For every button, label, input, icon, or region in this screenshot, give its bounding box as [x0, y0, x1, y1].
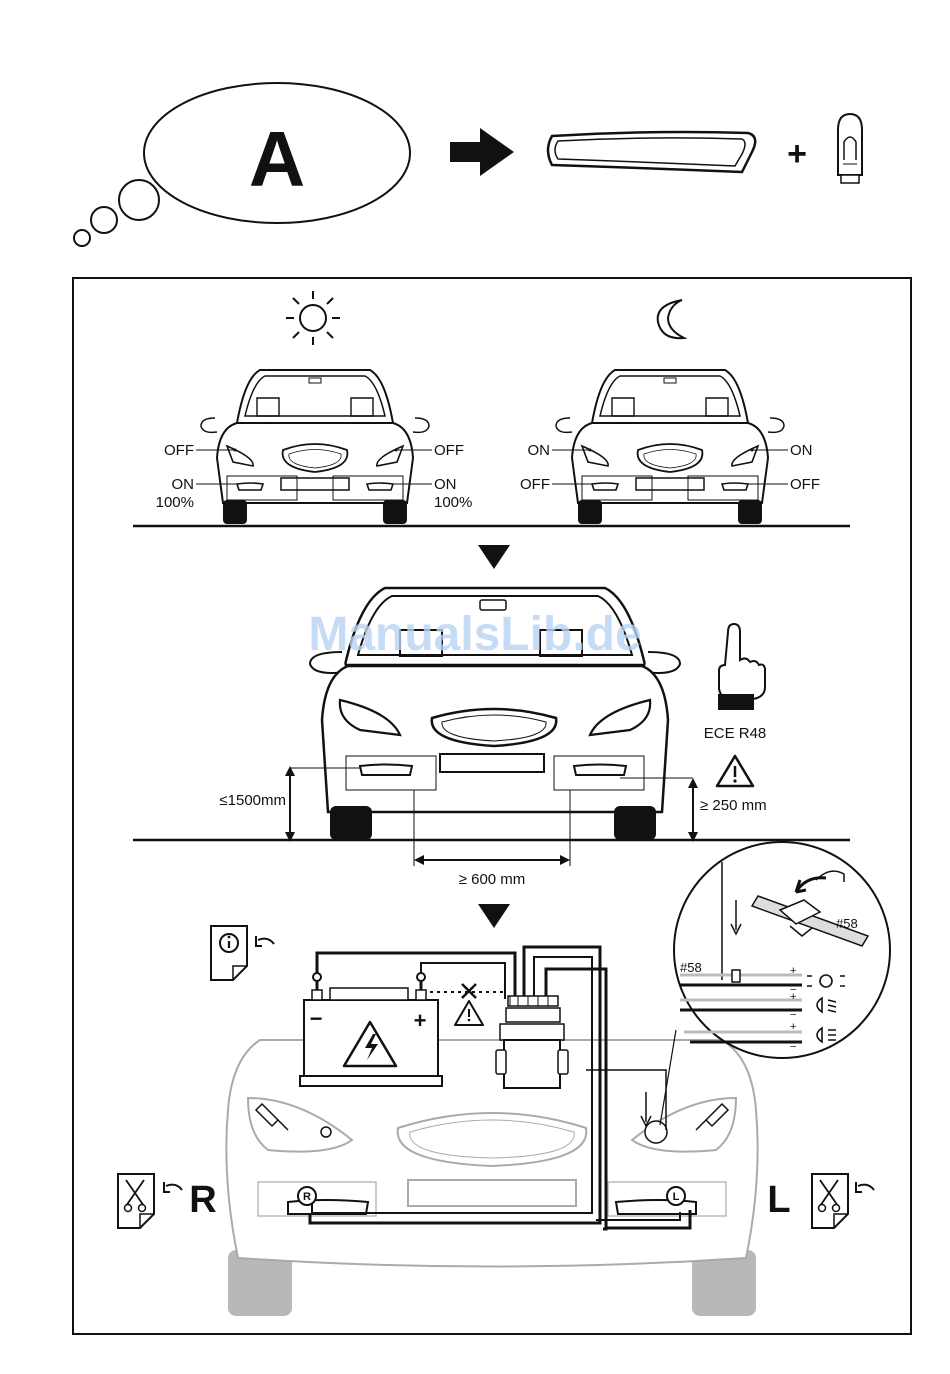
thought-bubble: A: [74, 83, 410, 246]
warning-icon: [717, 756, 753, 786]
info-manual-icon: [211, 926, 274, 980]
zoom-minus-2: −: [790, 1009, 796, 1021]
left-module-marker: L: [673, 1191, 680, 1203]
scissors-manual-icon-right: [118, 1174, 182, 1228]
min-height-label: ≥ 250 mm: [700, 797, 767, 814]
watermark: ManualsLib.de: [308, 608, 641, 661]
warning-icon-2: [455, 1001, 483, 1025]
day-lower-right-label: ON: [434, 476, 457, 493]
max-height-label: ≤1500mm: [219, 792, 286, 809]
zoom-plus-3: +: [790, 1021, 796, 1033]
down-triangle-icon: [478, 545, 510, 569]
wire-id-label-2: #58: [680, 960, 702, 975]
day-upper-right-label: OFF: [434, 442, 464, 459]
night-car: ON ON OFF OFF: [520, 370, 820, 524]
battery-plus-label: +: [414, 1008, 427, 1033]
hand-pointing-icon: [718, 624, 765, 710]
day-car: OFF OFF ON 100% ON 100%: [156, 370, 473, 524]
right-module-marker: R: [303, 1191, 311, 1203]
night-upper-left-label: ON: [528, 442, 551, 459]
min-spacing-label: ≥ 600 mm: [459, 871, 526, 888]
day-lower-left-percent: 100%: [156, 494, 194, 511]
night-lower-right-label: OFF: [790, 476, 820, 493]
battery-icon: [300, 988, 442, 1086]
zoom-plus-2: +: [790, 991, 796, 1003]
down-triangle-icon-2: [478, 904, 510, 928]
arrow-right-icon: [450, 128, 514, 176]
plus-sign: +: [787, 135, 807, 173]
bubble-letter: A: [249, 115, 305, 203]
left-side-label: L: [767, 1179, 790, 1221]
right-side-label: R: [189, 1179, 216, 1221]
day-lower-left-label: ON: [172, 476, 195, 493]
zoom-minus-3: −: [790, 1041, 796, 1053]
bulb-icon: [838, 114, 862, 183]
zoom-plus-1: +: [790, 965, 796, 977]
day-upper-left-label: OFF: [164, 442, 194, 459]
moon-icon: [658, 300, 684, 338]
light-strip-icon: [548, 132, 755, 172]
day-lower-right-percent: 100%: [434, 494, 472, 511]
battery-minus-label: −: [310, 1006, 323, 1031]
night-upper-right-label: ON: [790, 442, 813, 459]
sun-icon: [286, 291, 340, 345]
wire-id-label-1: #58: [836, 916, 858, 931]
night-lower-left-label: OFF: [520, 476, 550, 493]
ece-label: ECE R48: [704, 725, 767, 742]
scissors-manual-icon-left: [812, 1174, 874, 1228]
relay-icon: [496, 996, 568, 1088]
